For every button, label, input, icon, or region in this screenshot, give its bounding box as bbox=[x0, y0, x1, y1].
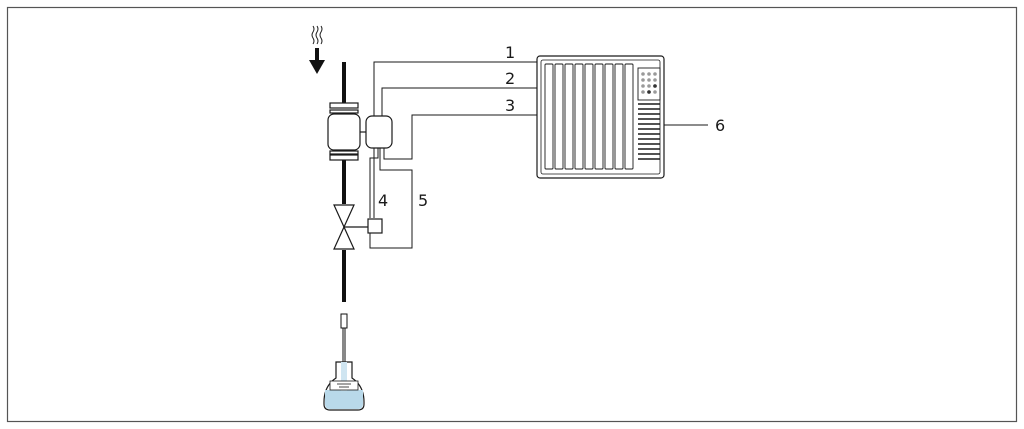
flow-direction-arrow-icon bbox=[309, 48, 325, 74]
callout-2: 2 bbox=[505, 69, 515, 88]
figure-frame bbox=[6, 6, 1018, 423]
callout-1: 1 bbox=[505, 43, 515, 62]
signal-cables bbox=[369, 61, 537, 249]
callout-3: 3 bbox=[505, 96, 515, 115]
callout-4: 4 bbox=[378, 191, 388, 210]
valve-actuator bbox=[367, 218, 383, 234]
io-modules bbox=[544, 63, 634, 170]
filling-bottle bbox=[323, 361, 365, 411]
flowmeter-sensor bbox=[327, 102, 366, 161]
control-system-cabinet bbox=[536, 55, 665, 179]
control-valve bbox=[333, 204, 368, 250]
keypad-panel bbox=[637, 67, 661, 101]
process-pipe bbox=[340, 62, 348, 362]
transmitter-head bbox=[365, 115, 393, 149]
callout-5: 5 bbox=[418, 191, 428, 210]
vent-slots bbox=[638, 103, 660, 160]
heat-flow-icon bbox=[311, 25, 323, 45]
callout-6: 6 bbox=[715, 116, 725, 135]
